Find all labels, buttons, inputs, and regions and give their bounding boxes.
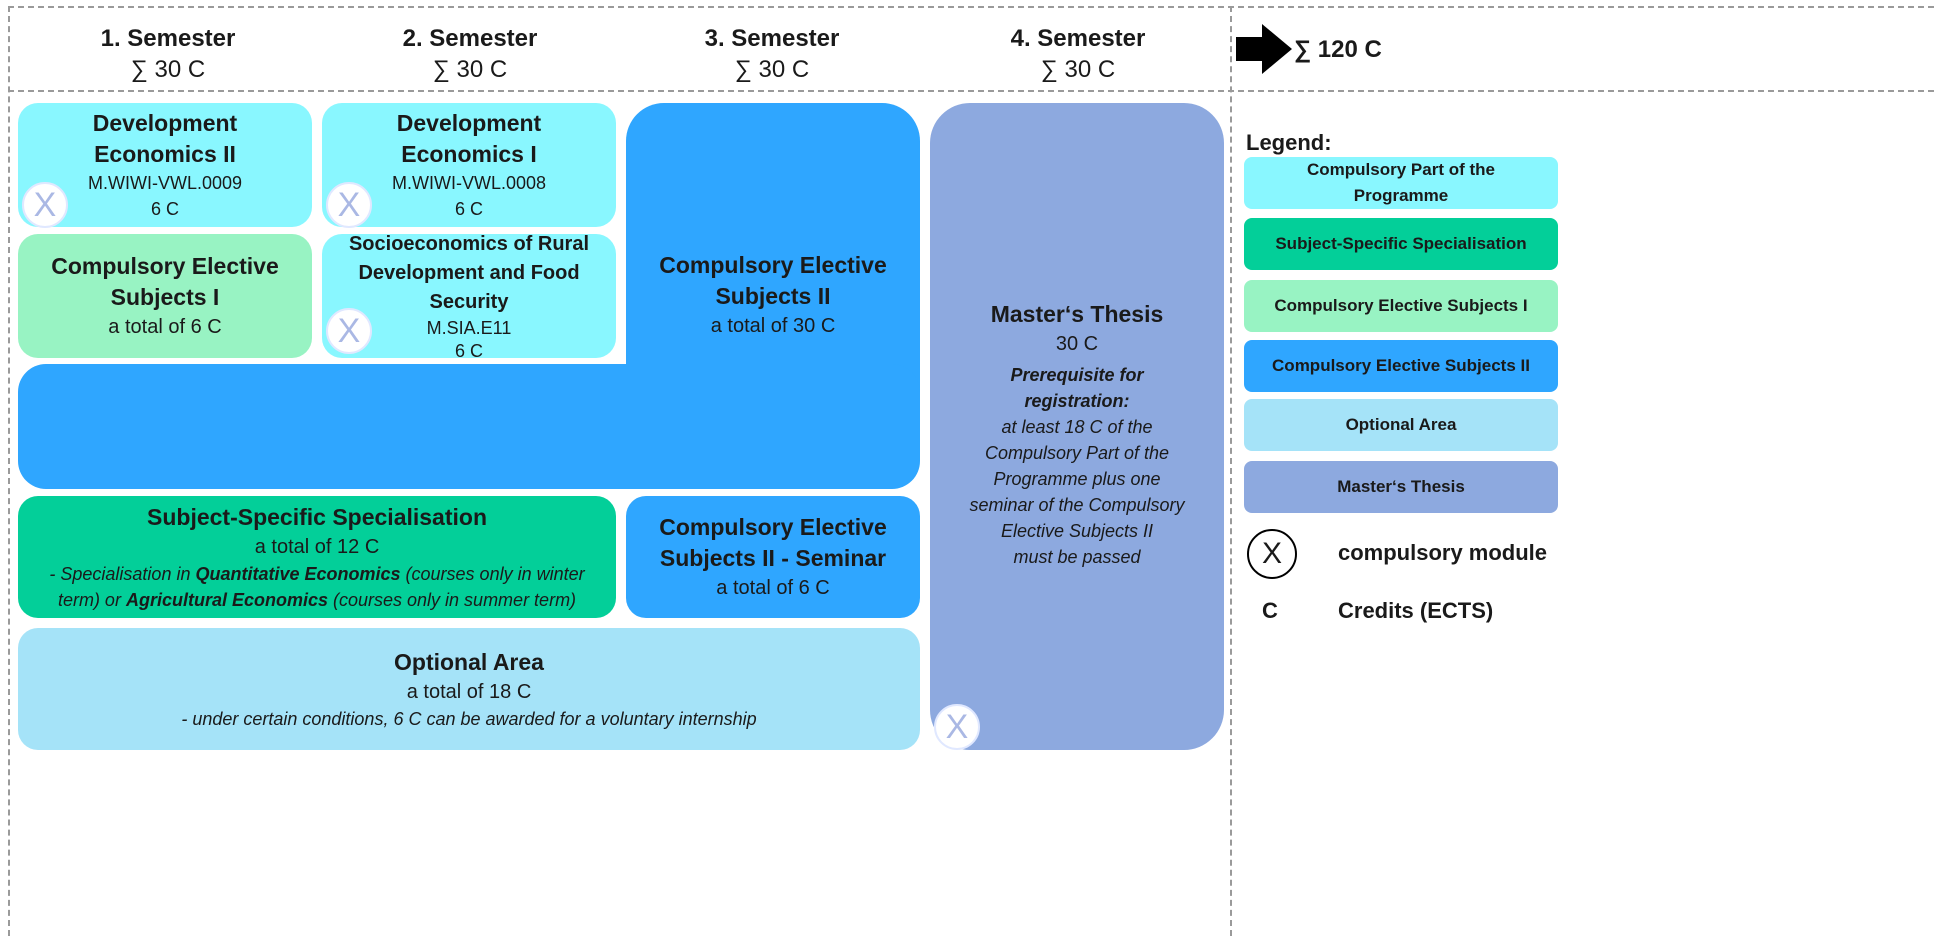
frame-left-line: [8, 6, 10, 936]
legend-x-circle-icon: X: [1247, 529, 1297, 579]
specialisation-note-line-1: - Specialisation in Quantitative Economi…: [49, 563, 585, 584]
ces2-label: Compulsory Elective Subjects II a total …: [659, 252, 887, 337]
legend-x-label: compulsory module: [1338, 540, 1548, 565]
legend-optional-area: Optional Area: [1244, 399, 1558, 451]
semester-credits: ∑ 30 C: [432, 56, 508, 83]
semester-2-header: 2. Semester ∑ 30 C: [340, 24, 600, 86]
compulsory-x-icon: X: [22, 182, 68, 228]
semester-credits: ∑ 30 C: [130, 56, 206, 83]
legend-title: Legend:: [1246, 130, 1332, 155]
compulsory-x-icon: X: [934, 704, 980, 750]
total-credits: ∑ 120 C: [1294, 36, 1382, 63]
frame-top-line: [8, 6, 1934, 8]
semester-3-header: 3. Semester ∑ 30 C: [642, 24, 902, 86]
frame-header-line: [8, 90, 1934, 92]
semester-credits: ∑ 30 C: [734, 56, 810, 83]
module-development-economics-2: Development Economics II M.WIWI-VWL.0009…: [18, 103, 312, 227]
arrow-right-icon: [1236, 24, 1292, 74]
legend-subject-specific: Subject-Specific Specialisation: [1244, 218, 1558, 270]
legend-compulsory-elective-2: Compulsory Elective Subjects II: [1244, 340, 1558, 392]
legend-compulsory-elective-1: Compulsory Elective Subjects I: [1244, 280, 1558, 332]
legend-compulsory-part: Compulsory Part of the Programme: [1244, 157, 1558, 209]
compulsory-x-icon: X: [326, 182, 372, 228]
ces2-bottom-band: [18, 364, 920, 489]
module-subject-specific-specialisation: Subject-Specific Specialisation a total …: [18, 496, 616, 618]
semester-credits: ∑ 30 C: [1040, 56, 1116, 83]
specialisation-note-line-2: term) or Agricultural Economics (courses…: [57, 589, 577, 610]
legend-c-symbol: C: [1262, 598, 1278, 623]
module-compulsory-elective-2-seminar: Compulsory Elective Subjects II - Semina…: [626, 496, 920, 618]
compulsory-x-icon: X: [326, 308, 372, 354]
semester-title: 1. Semester: [100, 25, 236, 52]
legend-c-label: Credits (ECTS): [1338, 598, 1494, 623]
semester-1-header: 1. Semester ∑ 30 C: [38, 24, 298, 86]
semester-title: 3. Semester: [704, 25, 840, 52]
semester-4-header: 4. Semester ∑ 30 C: [948, 24, 1208, 86]
semester-title: 4. Semester: [1010, 25, 1146, 52]
module-compulsory-elective-1: Compulsory Elective Subjects I a total o…: [18, 234, 312, 358]
frame-legend-divider: [1230, 6, 1232, 936]
module-masters-thesis: Master‘s Thesis 30 C Prerequisite for re…: [930, 103, 1224, 750]
module-optional-area: Optional Area a total of 18 C - under ce…: [18, 628, 920, 750]
legend-masters-thesis: Master‘s Thesis: [1244, 461, 1558, 513]
semester-title: 2. Semester: [402, 25, 538, 52]
